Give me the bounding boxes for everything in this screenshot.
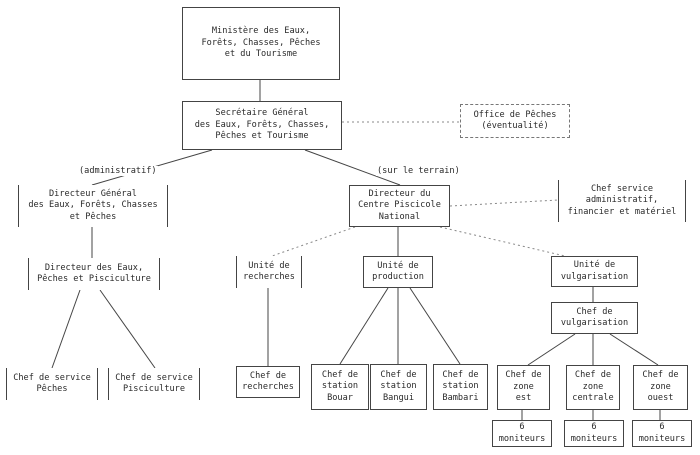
connector-line: [99, 289, 156, 369]
chef-service-peches-box: Chef de service Pêches: [6, 368, 98, 400]
office-de-peches-box: Office de Pêches (éventualité): [460, 104, 570, 138]
chef-vulgarisation-box: Chef de vulgarisation: [551, 302, 638, 334]
chef-service-pisciculture-box: Chef de service Pisciculture: [108, 368, 200, 400]
unite-vulgarisation-box: Unité de vulgarisation: [551, 256, 638, 287]
dashed-connector: [439, 226, 566, 257]
moniteurs-centrale-box: 6 moniteurs: [564, 420, 624, 447]
directeur-eaux-box: Directeur des Eaux, Pêches et Piscicultu…: [28, 258, 160, 290]
secretaire-general-box: Secrétaire Général des Eaux, Forêts, Cha…: [182, 101, 342, 150]
ministere-box: Ministère des Eaux, Forêts, Chasses, Pêc…: [182, 7, 340, 80]
connector-line: [527, 333, 576, 366]
connector-line: [609, 333, 659, 366]
moniteurs-est-box: 6 moniteurs: [492, 420, 552, 447]
chef-recherches-box: Chef de recherches: [236, 366, 300, 398]
directeur-general-box: Directeur Général des Eaux, Forêts, Chas…: [18, 185, 168, 227]
station-bouar-box: Chef de station Bouar: [311, 364, 369, 410]
zone-centrale-box: Chef de zone centrale: [566, 365, 620, 410]
connector-line: [304, 149, 401, 186]
zone-ouest-box: Chef de zone ouest: [633, 365, 688, 410]
directeur-centre-box: Directeur du Centre Piscicole National: [349, 185, 450, 227]
station-bambari-box: Chef de station Bambari: [433, 364, 488, 410]
chef-service-admin-box: Chef service administratif, financier et…: [558, 180, 686, 222]
zone-est-box: Chef de zone est: [497, 365, 550, 410]
administratif-label: (administratif): [78, 166, 158, 176]
connector-line: [51, 289, 81, 369]
sur-le-terrain-label: (sur le terrain): [376, 166, 461, 176]
station-bangui-box: Chef de station Bangui: [370, 364, 427, 410]
dashed-connector: [271, 226, 356, 257]
unite-recherches-box: Unité de recherches: [236, 256, 302, 288]
unite-production-box: Unité de production: [363, 256, 433, 288]
connector-line: [339, 287, 389, 365]
dashed-connector: [449, 199, 559, 207]
connector-line: [409, 287, 461, 365]
moniteurs-ouest-box: 6 moniteurs: [632, 420, 692, 447]
